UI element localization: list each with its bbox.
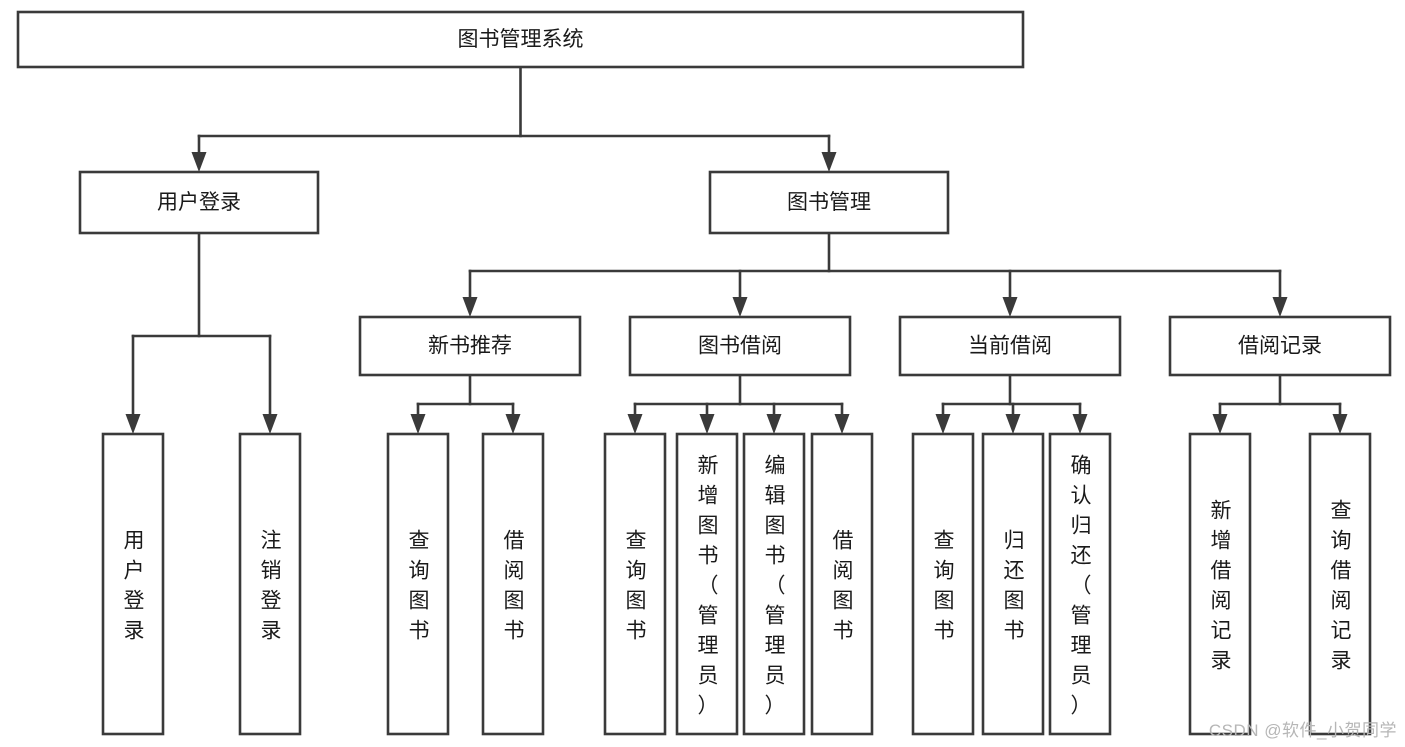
node-l2-record[interactable]: 借阅记录 — [1168, 315, 1392, 377]
node-label: 查询图书 — [626, 529, 647, 642]
node-label: 用户登录 — [124, 529, 145, 642]
node-label: 借阅图书 — [504, 529, 525, 642]
node-l1-book-manage[interactable]: 图书管理 — [708, 170, 950, 235]
arrow-head-icon — [1272, 297, 1288, 317]
arrow-head-icon — [462, 297, 478, 317]
node-label: 借阅图书 — [833, 529, 854, 642]
connector-layer — [125, 65, 1348, 434]
node-leaf-cb-query[interactable]: 查询图书 — [911, 432, 975, 736]
node-box[interactable] — [911, 432, 975, 736]
node-label: 图书管理 — [787, 191, 871, 214]
node-label: 查询借阅记录 — [1331, 499, 1352, 672]
node-box[interactable] — [481, 432, 545, 736]
node-leaf-bl-add[interactable]: 新增图书（管理员） — [675, 432, 739, 736]
node-box[interactable] — [78, 170, 320, 235]
node-box[interactable] — [386, 432, 450, 736]
node-label: 图书借阅 — [698, 335, 782, 358]
node-label: 注销登录 — [261, 529, 282, 642]
node-label: 借阅记录 — [1238, 335, 1322, 358]
node-box[interactable] — [1308, 432, 1372, 736]
node-box[interactable] — [628, 315, 852, 377]
node-label: 当前借阅 — [968, 335, 1052, 358]
node-leaf-user-logout[interactable]: 注销登录 — [238, 432, 302, 736]
node-box[interactable] — [238, 432, 302, 736]
arrow-head-icon — [125, 414, 141, 434]
node-label: 确认归还（管理员） — [1071, 454, 1092, 717]
node-label: 查询图书 — [409, 529, 430, 642]
arrow-head-icon — [766, 414, 782, 434]
node-l1-user-login[interactable]: 用户登录 — [78, 170, 320, 235]
node-label: 新增借阅记录 — [1211, 499, 1232, 672]
arrow-head-icon — [262, 414, 278, 434]
node-box[interactable] — [358, 315, 582, 377]
arrow-head-icon — [505, 414, 521, 434]
arrow-head-icon — [834, 414, 850, 434]
arrow-head-icon — [1002, 297, 1018, 317]
arrow-head-icon — [1072, 414, 1088, 434]
node-leaf-bl-edit[interactable]: 编辑图书（管理员） — [742, 432, 806, 736]
arrow-head-icon — [1332, 414, 1348, 434]
node-label: 用户登录 — [157, 191, 241, 214]
node-label: 查询图书 — [934, 529, 955, 642]
node-box[interactable] — [101, 432, 165, 736]
node-label: 新增图书（管理员） — [698, 454, 719, 717]
node-l2-new-book[interactable]: 新书推荐 — [358, 315, 582, 377]
arrow-head-icon — [699, 414, 715, 434]
arrow-head-icon — [410, 414, 426, 434]
node-box[interactable] — [675, 432, 739, 736]
node-leaf-nb-borrow[interactable]: 借阅图书 — [481, 432, 545, 736]
node-leaf-bl-borrow[interactable]: 借阅图书 — [810, 432, 874, 736]
node-box[interactable] — [1168, 315, 1392, 377]
arrow-head-icon — [821, 152, 837, 172]
node-l2-current[interactable]: 当前借阅 — [898, 315, 1122, 377]
node-leaf-rc-query[interactable]: 查询借阅记录 — [1308, 432, 1372, 736]
node-box[interactable] — [1188, 432, 1252, 736]
node-box[interactable] — [898, 315, 1122, 377]
node-leaf-cb-return[interactable]: 归还图书 — [981, 432, 1045, 736]
node-box[interactable] — [981, 432, 1045, 736]
node-leaf-user-login[interactable]: 用户登录 — [101, 432, 165, 736]
node-leaf-nb-query[interactable]: 查询图书 — [386, 432, 450, 736]
arrow-head-icon — [191, 152, 207, 172]
arrow-head-icon — [935, 414, 951, 434]
node-leaf-bl-query[interactable]: 查询图书 — [603, 432, 667, 736]
node-label: 归还图书 — [1004, 529, 1025, 642]
node-label: 图书管理系统 — [458, 28, 584, 51]
node-label: 新书推荐 — [428, 335, 512, 358]
node-box[interactable] — [603, 432, 667, 736]
node-leaf-rc-add[interactable]: 新增借阅记录 — [1188, 432, 1252, 736]
node-l2-borrow[interactable]: 图书借阅 — [628, 315, 852, 377]
node-label: 编辑图书（管理员） — [765, 454, 786, 717]
arrow-head-icon — [627, 414, 643, 434]
node-box[interactable] — [16, 10, 1025, 69]
arrow-head-icon — [1005, 414, 1021, 434]
arrow-head-icon — [732, 297, 748, 317]
node-box[interactable] — [742, 432, 806, 736]
node-layer: 图书管理系统用户登录图书管理新书推荐图书借阅当前借阅借阅记录用户登录注销登录查询… — [16, 10, 1392, 736]
node-box[interactable] — [810, 432, 874, 736]
node-box[interactable] — [708, 170, 950, 235]
arrow-head-icon — [1212, 414, 1228, 434]
node-box[interactable] — [1048, 432, 1112, 736]
node-leaf-cb-confirm[interactable]: 确认归还（管理员） — [1048, 432, 1112, 736]
node-root[interactable]: 图书管理系统 — [16, 10, 1025, 69]
